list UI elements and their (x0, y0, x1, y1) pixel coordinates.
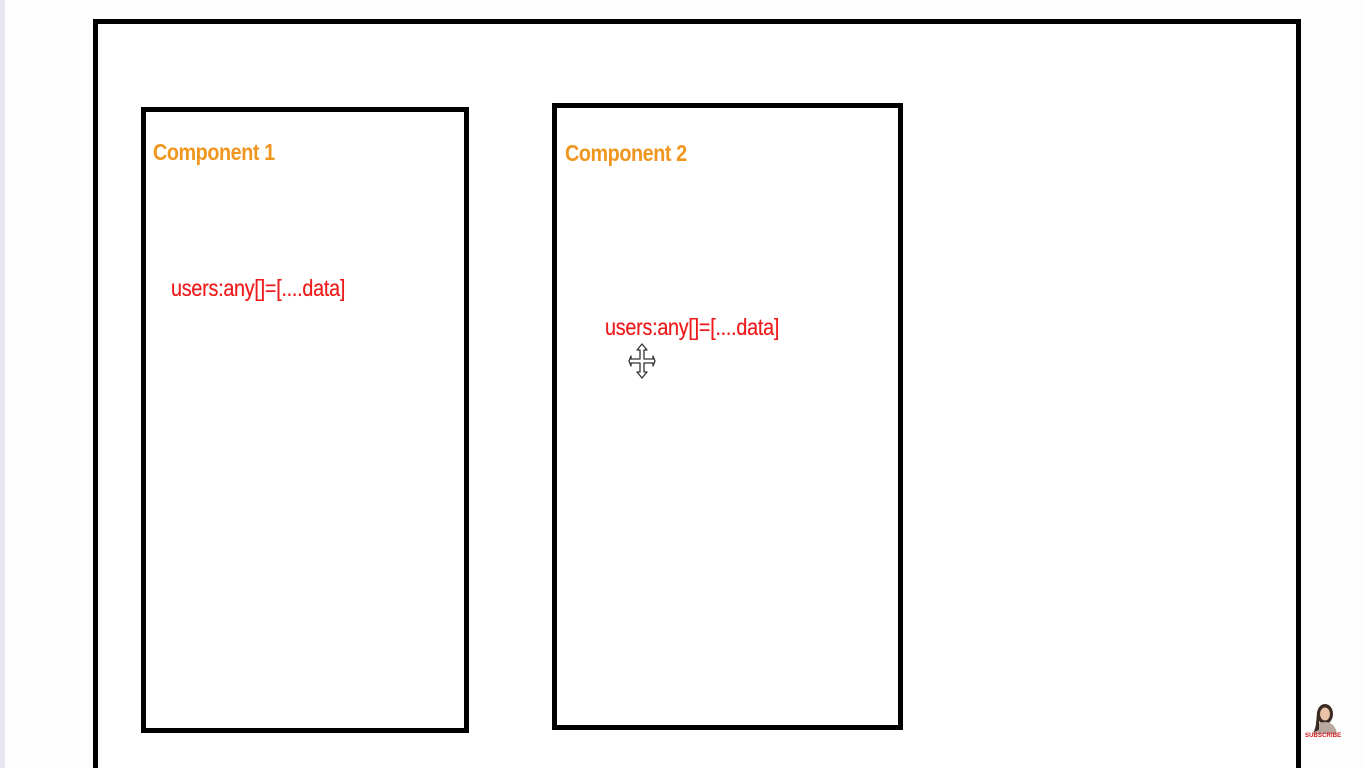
presenter-avatar-icon[interactable] (1307, 700, 1343, 734)
left-edge-strip (0, 0, 5, 768)
move-cursor-icon (628, 343, 656, 379)
component-2-code: users:any[]=[....data] (605, 314, 780, 340)
component-1-code: users:any[]=[....data] (171, 275, 346, 301)
component-1-box (141, 107, 469, 733)
component-2-box (552, 103, 903, 730)
component-1-title: Component 1 (153, 139, 275, 165)
component-2-title: Component 2 (565, 140, 687, 166)
subscribe-label[interactable]: SUBSCRIBE (1305, 733, 1342, 739)
